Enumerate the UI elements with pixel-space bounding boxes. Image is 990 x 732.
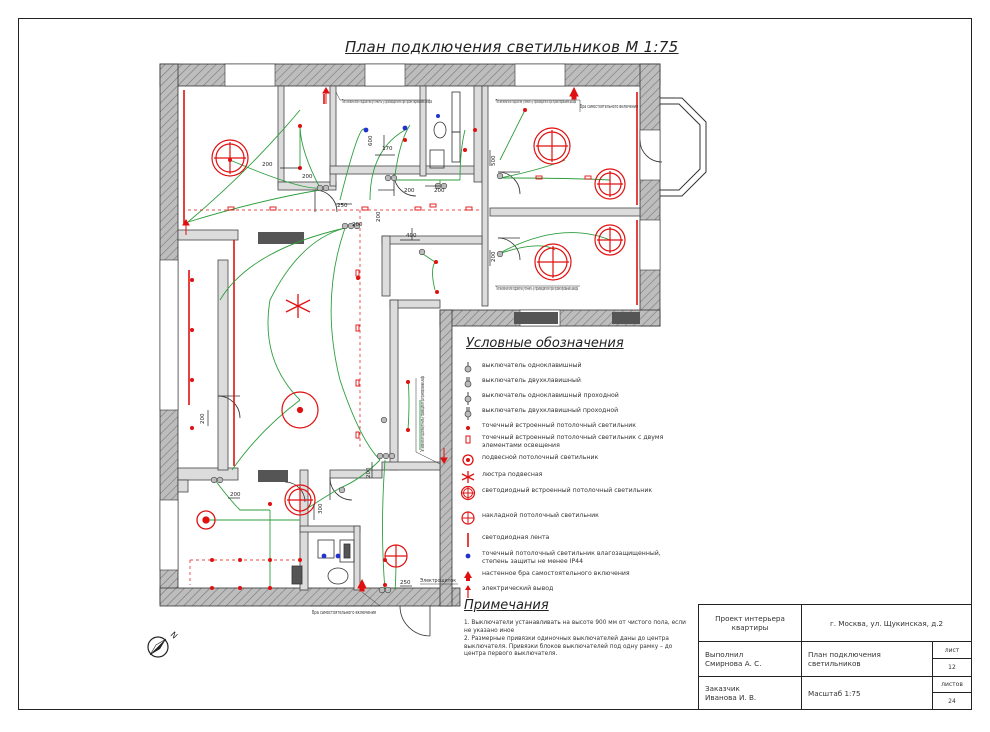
notes-title: Примечания — [464, 598, 549, 613]
svg-text:200: 200 — [230, 492, 241, 498]
tb-sheet-label: лист — [932, 641, 972, 659]
tb-sheets-total: 24 — [932, 692, 972, 710]
svg-text:170: 170 — [382, 146, 393, 152]
switch-1-key-pass-icon — [464, 392, 472, 405]
svg-text:250: 250 — [400, 580, 411, 586]
surface-ceiling-icon — [461, 511, 475, 525]
switch-1-key-icon — [464, 362, 472, 373]
annotation-leaders — [310, 91, 581, 607]
svg-text:600: 600 — [368, 135, 374, 146]
svg-text:200: 200 — [491, 251, 497, 262]
bay-window — [660, 97, 707, 197]
svg-text:Электрощиток: Электрощиток — [420, 578, 456, 584]
led-strip-icon — [467, 533, 469, 547]
svg-text:Тип включателя подсветки уточн: Тип включателя подсветки уточнить у прои… — [496, 99, 576, 105]
led-ceiling-lights — [211, 127, 626, 516]
switch-2-key-icon — [464, 377, 472, 388]
title-block: Проект интерьера квартиры г. Москва, ул.… — [698, 604, 972, 710]
compass: N — [147, 630, 180, 658]
svg-text:400: 400 — [406, 233, 417, 239]
ceiling-spots — [190, 108, 527, 590]
legend-title: Условные обозначения — [466, 336, 624, 351]
svg-text:Тип включателя подсветки уточн: Тип включателя подсветки уточнить у прои… — [496, 286, 578, 292]
page-title: План подключения светильников М 1:75 — [345, 38, 679, 56]
svg-text:Бра самостоятельного включения: Бра самостоятельного включения — [580, 104, 638, 110]
svg-text:200: 200 — [200, 413, 206, 424]
electric-outlets — [182, 86, 579, 592]
spot-dot-icon — [466, 426, 470, 430]
notes: 1. Выключатели устанавливать на высоте 9… — [464, 620, 694, 660]
svg-text:200: 200 — [376, 211, 382, 222]
chandelier — [285, 294, 311, 318]
tb-customer: Заказчик Иванова И. В. — [698, 676, 802, 710]
wall-sconce-icon — [464, 571, 472, 581]
compass-ring — [147, 636, 169, 658]
tb-executor: Выполнил Смирнова А. С. — [698, 641, 802, 677]
interior-walls — [177, 85, 641, 591]
note-item: 1. Выключатели устанавливать на высоте 9… — [464, 620, 686, 634]
switches — [210, 172, 504, 594]
svg-text:Тип включателя подсветки уточн: Тип включателя подсветки уточнить у прои… — [342, 99, 432, 105]
dimension-marks — [207, 135, 491, 587]
svg-text:Тип включателя подсветки уточн: Тип включателя подсветки уточнить у прои… — [420, 376, 426, 452]
tb-sheets-label: листов — [932, 676, 972, 693]
tb-scale: Масштаб 1:75 — [801, 676, 933, 710]
dimension-values: 200 250 170 200 200 400 600 200 500 200 … — [200, 135, 497, 586]
svg-text:200: 200 — [434, 188, 445, 194]
led-strips — [183, 90, 638, 466]
svg-text:300: 300 — [318, 503, 324, 514]
tb-sheet-name: План подключения светильников — [801, 641, 933, 677]
pendant-light — [196, 510, 216, 530]
sheet-frame — [18, 18, 972, 710]
doors — [217, 91, 663, 637]
svg-text:200: 200 — [404, 188, 415, 194]
spot-double-icon — [465, 435, 471, 444]
svg-text:500: 500 — [491, 155, 497, 166]
compass-label: N — [169, 630, 180, 641]
tb-project: Проект интерьера квартиры — [698, 604, 802, 642]
chandelier-icon — [461, 471, 475, 483]
wet-spots — [321, 114, 440, 559]
tb-sheet-no: 12 — [932, 658, 972, 677]
circuit-lines — [188, 209, 480, 585]
led-ceiling-icon — [460, 485, 476, 501]
double-spots — [227, 175, 592, 439]
plan-notes: Тип включателя подсветки уточнить у прои… — [312, 99, 638, 616]
svg-text:200: 200 — [352, 222, 363, 228]
svg-text:200: 200 — [262, 162, 273, 168]
note-item: 2. Размерные привязки одиночных выключат… — [464, 636, 673, 658]
electric-outlet-icon — [465, 585, 471, 598]
tb-address: г. Москва, ул. Щукинская, д.2 — [801, 604, 972, 642]
svg-text:200: 200 — [366, 467, 372, 478]
surface-ceiling-lights — [281, 391, 408, 568]
spot-wet-icon — [465, 553, 471, 559]
switch-2-key-pass-icon — [464, 407, 472, 420]
svg-text:200: 200 — [302, 174, 313, 180]
windows — [159, 63, 661, 571]
pendant-ceiling-icon — [462, 454, 474, 466]
bathroom-fixtures — [291, 121, 447, 585]
svg-text:250: 250 — [337, 203, 348, 209]
svg-text:Бра самостоятельного включения: Бра самостоятельного включения — [312, 610, 376, 616]
